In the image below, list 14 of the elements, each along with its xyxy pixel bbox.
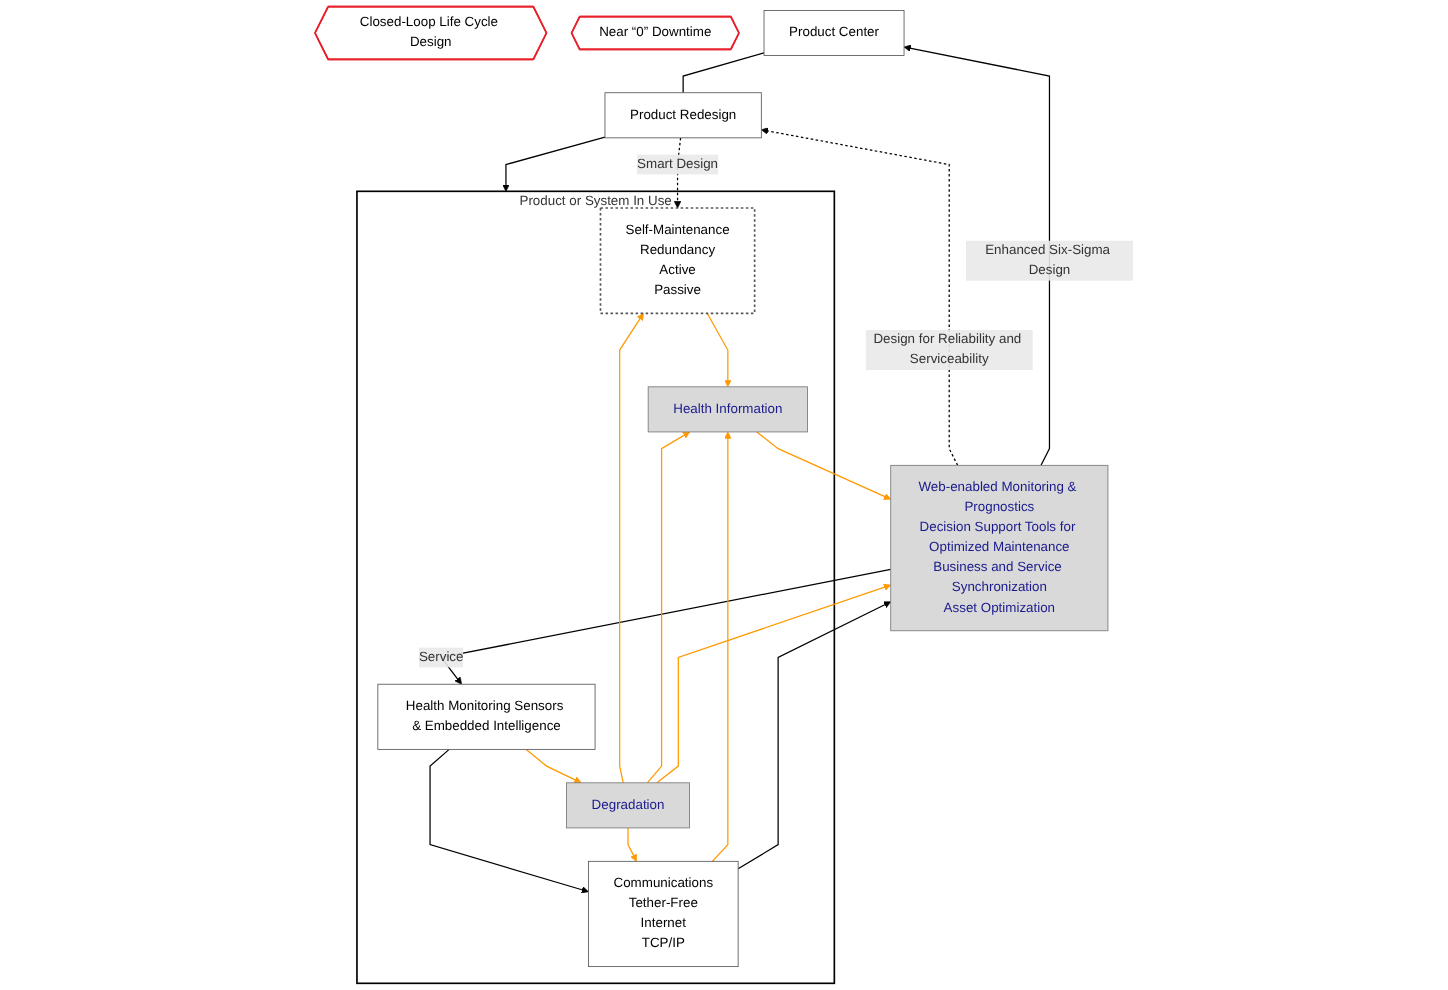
arrow — [619, 312, 644, 784]
arrow — [646, 431, 691, 784]
arrow — [711, 431, 732, 862]
arrow — [502, 136, 606, 192]
arrow — [761, 127, 959, 466]
arrow — [656, 583, 892, 784]
arrow — [429, 748, 589, 894]
arrow — [903, 44, 1051, 466]
arrow — [737, 601, 892, 870]
arrow — [627, 827, 637, 862]
arrow — [706, 312, 732, 388]
arrow — [756, 431, 892, 500]
arrow — [525, 748, 582, 784]
connector — [682, 52, 765, 94]
